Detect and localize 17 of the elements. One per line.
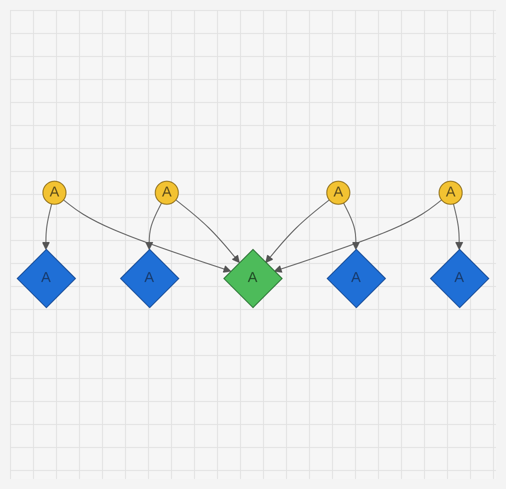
arrow — [343, 202, 360, 250]
node-circle: A — [154, 180, 179, 205]
node-diamond: A — [16, 248, 76, 308]
node-circle: A — [42, 180, 66, 205]
node-diamond: A — [120, 248, 180, 308]
node-diamond: A — [326, 248, 386, 308]
node-circle: A — [326, 180, 350, 205]
arrow — [274, 200, 442, 273]
arrow — [175, 200, 240, 263]
arrow — [265, 200, 330, 263]
node-circle: A — [438, 180, 463, 205]
node-diamond: A — [430, 248, 490, 308]
node-diamond: A — [223, 248, 283, 308]
arrow — [453, 204, 464, 250]
arrow — [42, 204, 52, 250]
arrow — [145, 202, 162, 250]
arrow — [63, 200, 232, 273]
